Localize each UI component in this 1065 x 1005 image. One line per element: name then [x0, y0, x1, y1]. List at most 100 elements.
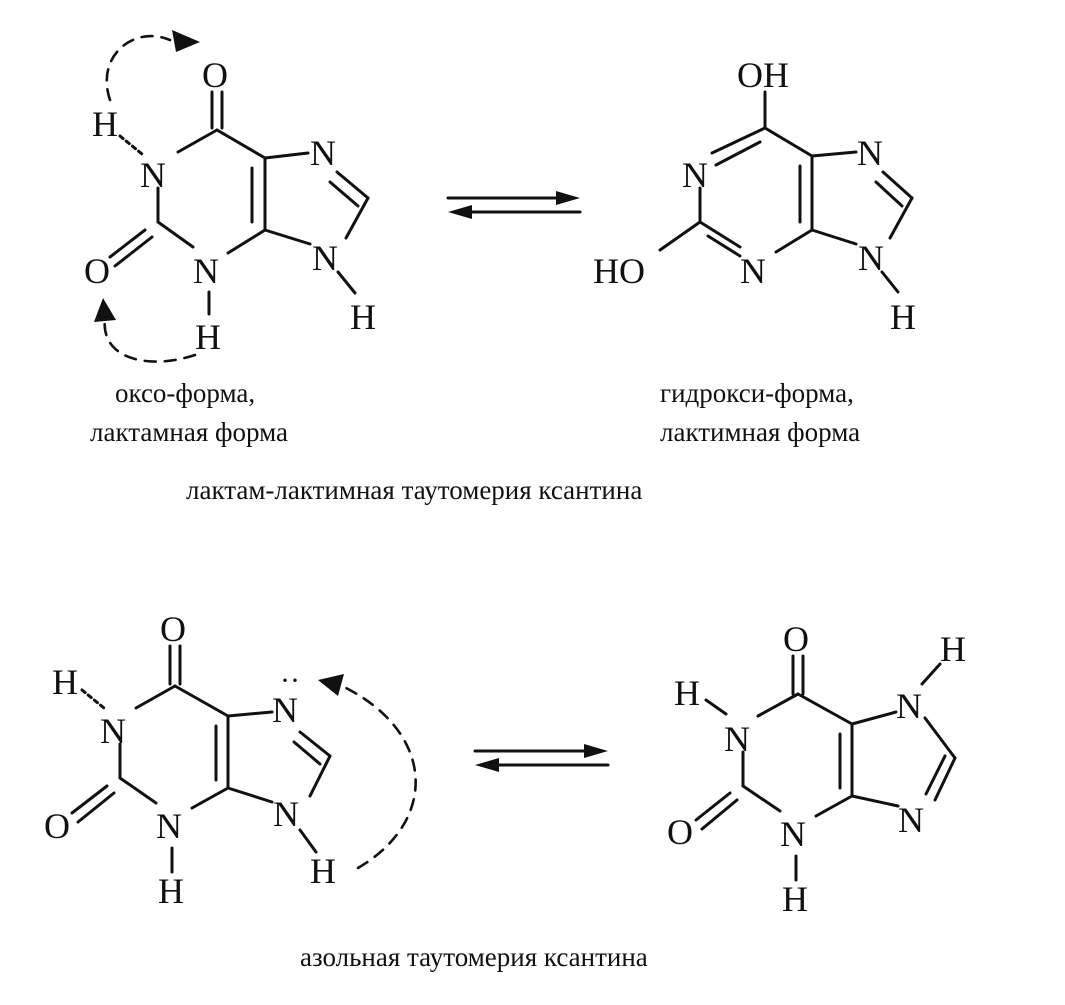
bond-c8-n9: [308, 754, 332, 798]
bond-c5-n7: [850, 710, 898, 726]
bond-c6-c5: [173, 684, 230, 718]
atom-h1: H: [52, 662, 78, 702]
dashed-arrow-h9-to-n7: [338, 683, 417, 870]
atom-n7: N: [310, 133, 336, 173]
atom-h3: H: [158, 871, 184, 911]
forward-arrow-head-icon: [556, 191, 580, 205]
atom-n3: N: [156, 806, 182, 846]
bond-n9-h: [880, 270, 900, 294]
atom-n3: N: [780, 814, 806, 854]
bond-n1-c6: [710, 126, 767, 155]
atom-n1: N: [682, 155, 708, 195]
arrow-head-icon: [318, 674, 344, 696]
bond-c2-ho: [658, 220, 702, 252]
atom-n7: N: [896, 686, 922, 726]
bond-c2-o2-double: [108, 228, 147, 259]
lone-pair-dots: ··: [280, 664, 300, 697]
atom-h3: H: [195, 317, 221, 357]
bond-n7-h: [920, 662, 942, 686]
bond-n7-c8: [335, 170, 370, 200]
atom-h7: H: [940, 629, 966, 669]
caption-lactim-form: лактимная форма: [660, 417, 860, 447]
atom-oh6: OH: [737, 55, 789, 95]
bond-c6-c5: [796, 692, 854, 726]
reverse-arrow-head-icon: [475, 758, 499, 772]
atom-n9: N: [858, 238, 884, 278]
oxo-form-structure: O H N N O N N H H: [84, 55, 376, 357]
bond-n1-c6-double: [714, 140, 762, 167]
bond-c2-o2-double: [70, 784, 109, 815]
caption-lactam-form: лактамная форма: [90, 417, 288, 447]
bond-c5-n7: [810, 150, 858, 158]
atom-o2: O: [84, 251, 110, 291]
atom-h1: H: [674, 673, 700, 713]
atom-o2: O: [667, 812, 693, 852]
bond-n7-c8: [298, 730, 332, 758]
bond-c4-n9: [850, 794, 900, 808]
bond-c8-n9: [888, 196, 914, 240]
bond-c5-n7: [263, 151, 310, 160]
bond-c4-n3: [190, 786, 230, 810]
bond-c4-n3: [814, 794, 854, 818]
atom-o6: O: [160, 609, 186, 649]
equilibrium-arrows-bottom: [473, 744, 610, 772]
atom-h9: H: [890, 297, 916, 337]
atom-n9: N: [898, 800, 924, 840]
bond-c8-n9-double: [924, 754, 947, 796]
title-azole-tautomerism: азольная таутомерия ксантина: [300, 942, 648, 972]
atom-n9: N: [312, 238, 338, 278]
bond-c2-o2: [113, 235, 154, 268]
atom-h9: H: [310, 851, 336, 891]
atom-n3: N: [193, 251, 219, 291]
atom-h1: H: [92, 104, 118, 144]
bond-n7-c8: [923, 716, 957, 760]
bond-n9-h: [298, 828, 318, 854]
bond-n7-c8-double: [328, 180, 360, 208]
bond-n7-c8: [881, 170, 914, 200]
caption-hydroxy-form: гидрокси-форма,: [660, 378, 854, 408]
atom-n9: N: [273, 794, 299, 834]
bond-n1-c6: [756, 692, 800, 718]
equilibrium-arrows-top: [446, 191, 582, 219]
arrow-head-icon: [172, 30, 200, 52]
azole-right-structure: O H N H N O N N H: [667, 619, 966, 919]
bond-c2-n3: [698, 220, 742, 249]
atom-n1: N: [100, 711, 126, 751]
dashed-arrow-h-to-o6: [105, 34, 172, 102]
title-lactam-lactim-tautomerism: лактам-лактимная таутомерия ксантина: [186, 475, 642, 505]
caption-oxo-form: оксо-форма,: [115, 378, 255, 408]
bond-h1-n1-dashed: [118, 134, 144, 156]
bond-c2-n3: [118, 776, 158, 805]
bond-c2-n3: [741, 784, 782, 813]
bond-c6-c5: [215, 128, 267, 160]
proton-shift-arrows-top: [94, 30, 200, 363]
atom-h9: H: [350, 297, 376, 337]
bond-c5-n7: [226, 710, 274, 718]
proton-shift-arrow-bottom: [318, 674, 417, 870]
reverse-arrow-head-icon: [448, 205, 472, 219]
bond-c4-n9: [810, 228, 858, 246]
bond-c8-n9: [344, 196, 370, 240]
dashed-arrow-h-to-o2: [103, 316, 197, 363]
bond-c4-n9: [226, 786, 274, 804]
hydroxy-form-structure: OH N N HO N N H: [593, 55, 916, 337]
bond-c6-c5: [763, 126, 814, 158]
atom-n7: N: [857, 133, 883, 173]
bond-n1-c6: [134, 684, 177, 710]
bond-c2-n3: [156, 220, 195, 249]
bond-c4-n9: [263, 228, 312, 246]
atom-n1: N: [724, 719, 750, 759]
arrow-head-icon: [94, 298, 116, 322]
bond-c2-o2: [76, 791, 116, 824]
atom-o6: O: [202, 55, 228, 95]
bond-c8-n9: [933, 756, 957, 802]
atom-h3: H: [782, 879, 808, 919]
bond-c2-o2: [700, 798, 739, 831]
bond-c2-n3-double: [706, 234, 742, 258]
bond-h1-n1: [704, 698, 728, 716]
bond-n7-c8-double: [874, 180, 904, 208]
azole-left-structure: O H N N ·· O N N H H: [44, 609, 336, 911]
forward-arrow-head-icon: [584, 744, 608, 758]
